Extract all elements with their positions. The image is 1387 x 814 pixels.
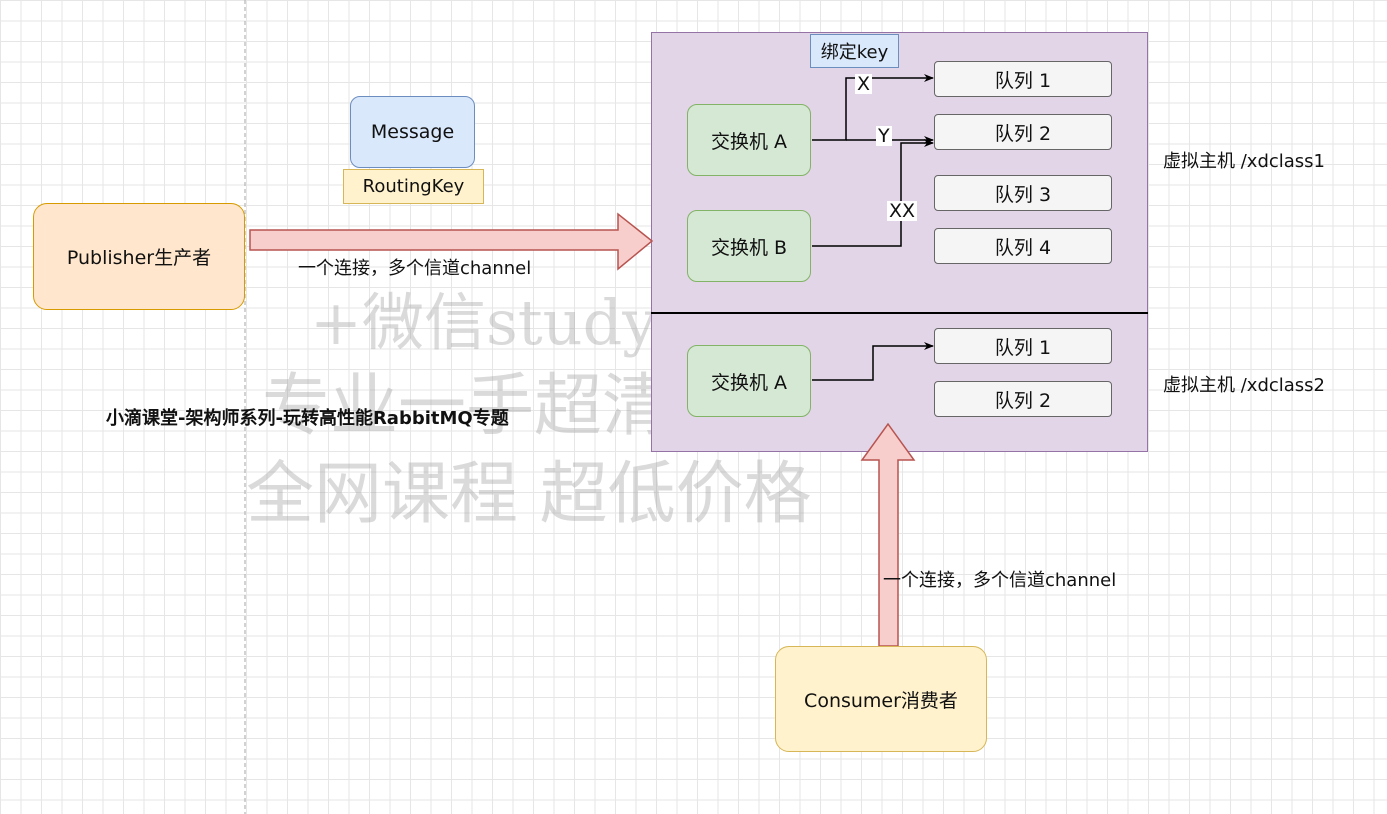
binding-xx-connector — [812, 139, 934, 247]
vhost1-exchange-a[interactable]: 交换机 A — [687, 104, 811, 176]
vhost1-label: 虚拟主机 /xdclass1 — [1163, 151, 1325, 172]
exchange-label: 交换机 A — [710, 371, 788, 394]
edge-label-y: Y — [876, 125, 892, 147]
publisher-connection-arrow — [249, 212, 654, 271]
vhost1-queue-2[interactable]: 队列 2 — [934, 114, 1112, 150]
publisher-connection-label: 一个连接，多个信道channel — [298, 258, 532, 279]
queue-label: 队列 4 — [994, 236, 1052, 259]
exchange-label: 交换机 B — [710, 236, 788, 259]
routing-key-label: RoutingKey — [362, 176, 465, 197]
edge-label-x: X — [855, 73, 873, 95]
vhost1-queue-1[interactable]: 队列 1 — [934, 61, 1112, 97]
vhost2-exchange-a[interactable]: 交换机 A — [687, 345, 811, 417]
vhost2-binding-connector — [812, 342, 934, 381]
queue-label: 队列 1 — [994, 69, 1052, 92]
publisher-label: Publisher生产者 — [66, 247, 212, 269]
vhost2-label: 虚拟主机 /xdclass2 — [1163, 375, 1325, 396]
message-node[interactable]: Message — [350, 96, 475, 168]
publisher-node[interactable]: Publisher生产者 — [33, 203, 245, 310]
edge-label-xx: XX — [887, 200, 918, 222]
consumer-connection-label: 一个连接，多个信道channel — [883, 570, 1117, 591]
queue-label: 队列 2 — [994, 122, 1052, 145]
consumer-node[interactable]: Consumer消费者 — [775, 646, 987, 752]
vhost1-queue-4[interactable]: 队列 4 — [934, 228, 1112, 264]
queue-label: 队列 3 — [994, 183, 1052, 206]
routing-key-node[interactable]: RoutingKey — [343, 169, 484, 204]
series-title: 小滴课堂-架构师系列-玩转高性能RabbitMQ专题 — [106, 408, 509, 429]
exchange-label: 交换机 A — [710, 130, 788, 153]
binding-x-connector — [812, 74, 934, 141]
vhost2-queue-1[interactable]: 队列 1 — [934, 328, 1112, 364]
message-label: Message — [370, 121, 455, 143]
consumer-connection-arrow — [860, 422, 916, 647]
binding-key-label: 绑定key — [820, 42, 889, 63]
vhost1-exchange-b[interactable]: 交换机 B — [687, 210, 811, 282]
vhost2-queue-2[interactable]: 队列 2 — [934, 381, 1112, 417]
vhost1-queue-3[interactable]: 队列 3 — [934, 175, 1112, 211]
consumer-label: Consumer消费者 — [804, 689, 958, 712]
binding-key-node[interactable]: 绑定key — [810, 34, 899, 68]
queue-label: 队列 2 — [994, 389, 1052, 412]
queue-label: 队列 1 — [994, 336, 1052, 359]
